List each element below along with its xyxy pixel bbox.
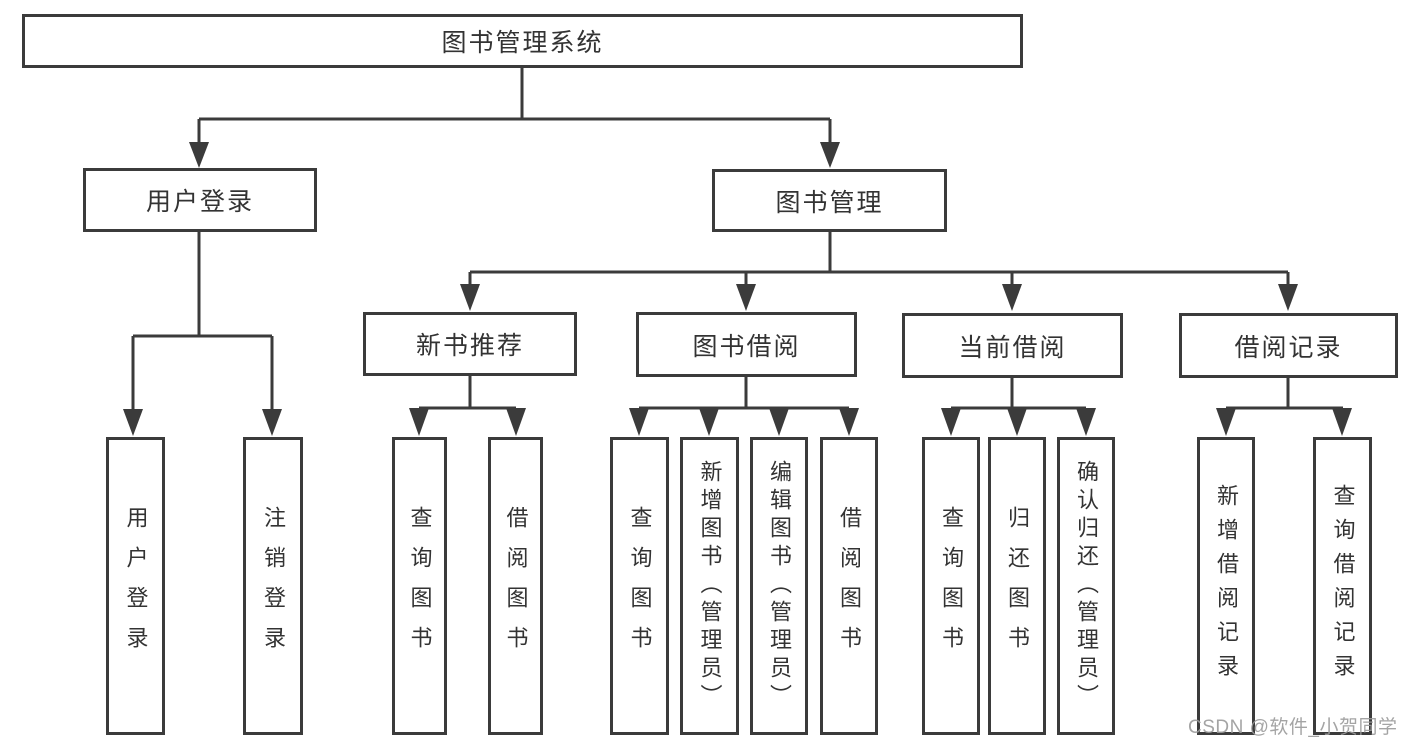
leaf-label: 查询图书 xyxy=(939,506,964,666)
leaf-label: 归还图书 xyxy=(1005,506,1030,666)
node-book-management: 图书管理 xyxy=(712,169,947,232)
leaf-label: 借阅图书 xyxy=(837,506,862,666)
node-library-management-system: 图书管理系统 xyxy=(22,14,1023,68)
node-current-borrowing: 当前借阅 xyxy=(902,313,1123,378)
node-user-login: 用户登录 xyxy=(83,168,317,232)
node-new-book-recommendation: 新书推荐 xyxy=(363,312,577,376)
leaf-label: 确认归还（管理员） xyxy=(1074,460,1099,712)
leaf-query-borrow-record: 查询借阅记录 xyxy=(1313,437,1372,735)
leaf-borrow-books-recommend: 借阅图书 xyxy=(488,437,543,735)
node-book-borrowing: 图书借阅 xyxy=(636,312,857,377)
leaf-label: 新增借阅记录 xyxy=(1214,484,1239,688)
leaf-label: 新增图书（管理员） xyxy=(697,460,723,712)
leaf-label: 查询借阅记录 xyxy=(1330,484,1356,688)
leaf-return-books: 归还图书 xyxy=(988,437,1046,735)
leaf-add-borrow-record: 新增借阅记录 xyxy=(1197,437,1255,735)
leaf-label: 用户登录 xyxy=(123,506,149,666)
leaf-label: 编辑图书（管理员） xyxy=(767,460,792,712)
leaf-label: 借阅图书 xyxy=(503,506,529,666)
leaf-query-books-current: 查询图书 xyxy=(922,437,980,735)
leaf-borrow-books-borrowing: 借阅图书 xyxy=(820,437,878,735)
leaf-query-books-borrowing: 查询图书 xyxy=(610,437,669,735)
leaf-logout-login: 注销登录 xyxy=(243,437,303,735)
leaf-edit-book-admin: 编辑图书（管理员） xyxy=(750,437,808,735)
leaf-query-books-recommend: 查询图书 xyxy=(392,437,447,735)
node-borrowing-records: 借阅记录 xyxy=(1179,313,1398,378)
leaf-user-login: 用户登录 xyxy=(106,437,165,735)
leaf-confirm-return-admin: 确认归还（管理员） xyxy=(1057,437,1115,735)
leaf-label: 查询图书 xyxy=(407,506,433,666)
leaf-add-book-admin: 新增图书（管理员） xyxy=(680,437,739,735)
csdn-watermark: CSDN @软件_小贺同学 xyxy=(1188,717,1398,738)
leaf-label: 查询图书 xyxy=(627,506,653,666)
leaf-label: 注销登录 xyxy=(261,506,286,666)
